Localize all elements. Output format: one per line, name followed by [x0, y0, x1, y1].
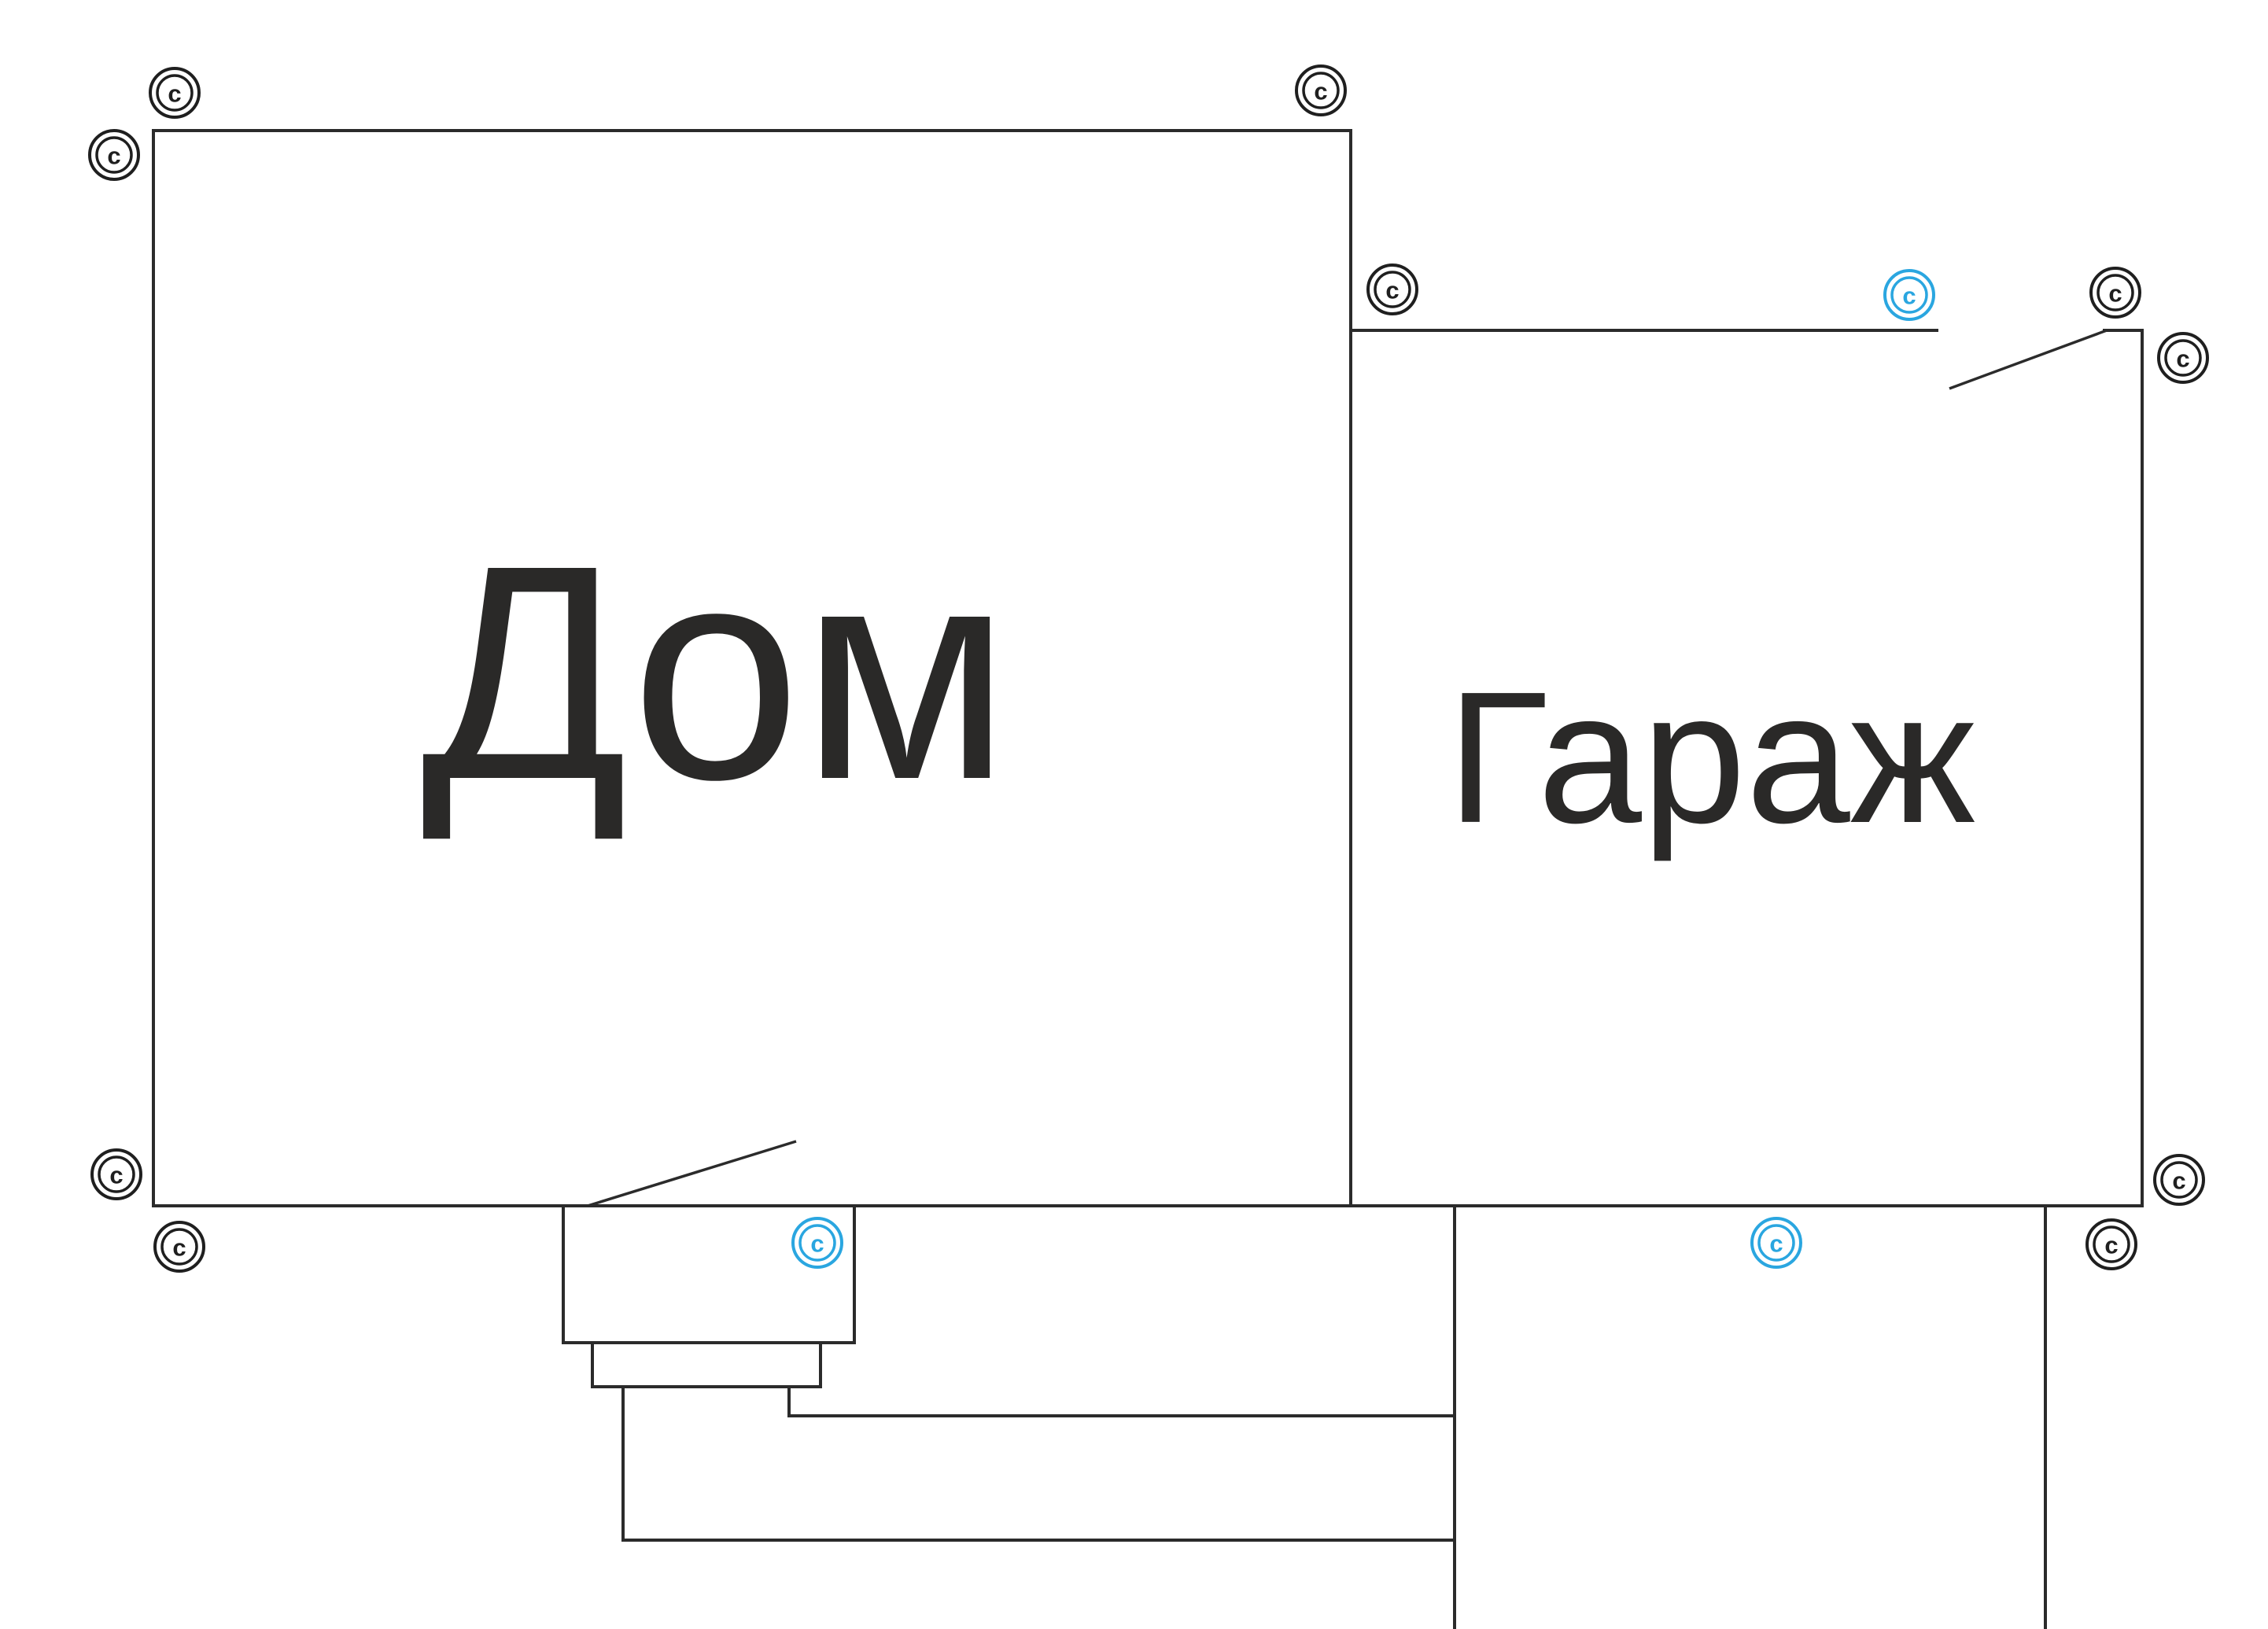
- house-door-leaf: [587, 1140, 797, 1207]
- camera-marker-icon: c: [88, 129, 140, 181]
- camera-marker-icon: c: [153, 1221, 205, 1273]
- camera-marker-icon: c: [149, 67, 201, 119]
- camera-marker-letter: c: [172, 1234, 186, 1262]
- camera-marker-letter: c: [2104, 1232, 2118, 1259]
- camera-marker-letter: c: [810, 1230, 824, 1258]
- camera-marker-letter: c: [109, 1162, 123, 1189]
- camera-marker-letter: c: [2176, 345, 2189, 373]
- camera-marker-letter: c: [2172, 1167, 2185, 1195]
- camera-marker-icon: c: [90, 1148, 142, 1200]
- camera-markers: c c c c c c c c c c c c c: [88, 64, 2209, 1273]
- camera-marker-icon: c: [1883, 269, 1935, 321]
- camera-marker-icon: c: [2085, 1218, 2137, 1270]
- path-line-inner: [787, 1385, 1456, 1417]
- camera-marker-letter: c: [2108, 280, 2122, 308]
- camera-marker-icon: c: [2157, 332, 2209, 384]
- house-label: Дом: [421, 503, 1011, 843]
- house-wall-outline: [152, 129, 1352, 1207]
- camera-marker-icon: c: [2089, 267, 2141, 319]
- camera-marker-icon: c: [2153, 1154, 2205, 1206]
- garage-gate-leaf: [1949, 329, 2108, 390]
- porch-step-outline: [591, 1341, 822, 1388]
- camera-marker-icon: c: [1295, 64, 1347, 116]
- camera-marker-letter: c: [1769, 1230, 1783, 1258]
- garage-label: Гараж: [1447, 654, 1975, 862]
- path-line-outer: [621, 1385, 1456, 1542]
- camera-marker-icon: c: [1750, 1217, 1802, 1269]
- camera-marker-letter: c: [168, 80, 181, 108]
- camera-marker-letter: c: [1314, 78, 1327, 105]
- camera-marker-letter: c: [1385, 277, 1399, 304]
- camera-marker-icon: c: [1366, 264, 1418, 315]
- camera-marker-icon: c: [791, 1217, 843, 1269]
- camera-marker-letter: c: [107, 142, 120, 170]
- camera-marker-letter: c: [1902, 282, 1916, 310]
